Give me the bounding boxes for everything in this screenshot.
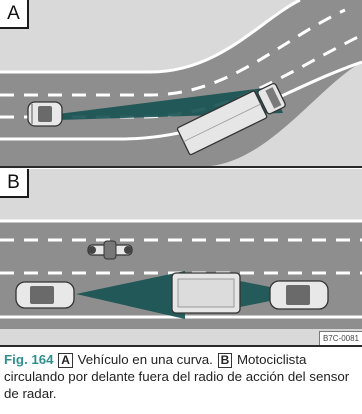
- panel-divider: [0, 166, 362, 168]
- caption-text-a: Vehículo en una curva.: [77, 352, 213, 367]
- motorcycle-icon: [87, 240, 133, 260]
- lane-line-1: [0, 8, 346, 97]
- van-icon: [171, 272, 241, 314]
- caption-divider: [0, 345, 362, 347]
- car-icon: [15, 281, 75, 309]
- radar-beam: [76, 271, 185, 319]
- road-edge-outer: [0, 0, 301, 74]
- truck-icon: [176, 83, 286, 156]
- caption-text-b: Motociclista circulando por delante fuer…: [4, 352, 350, 401]
- panel-b-illustration: B B7C-0081: [0, 169, 362, 345]
- panel-a-illustration: A: [0, 0, 362, 166]
- image-code: B7C-0081: [318, 331, 362, 345]
- caption-box-a: A: [58, 353, 73, 368]
- caption-box-b: B: [217, 353, 233, 368]
- oncoming-car-icon: [269, 280, 329, 310]
- panel-b-label: B: [0, 169, 29, 198]
- curve-road-scene: [0, 0, 362, 166]
- panel-a-label: A: [0, 0, 29, 29]
- radar-beam-extension: [240, 281, 270, 307]
- road-surface: [0, 0, 362, 166]
- figure-number: Fig. 164: [4, 352, 54, 367]
- figure-caption: Fig. 164 A Vehículo en una curva. B Moto…: [4, 351, 356, 402]
- straight-road-scene: [0, 169, 362, 345]
- lane-line-2: [0, 33, 362, 119]
- car-icon: [27, 101, 63, 127]
